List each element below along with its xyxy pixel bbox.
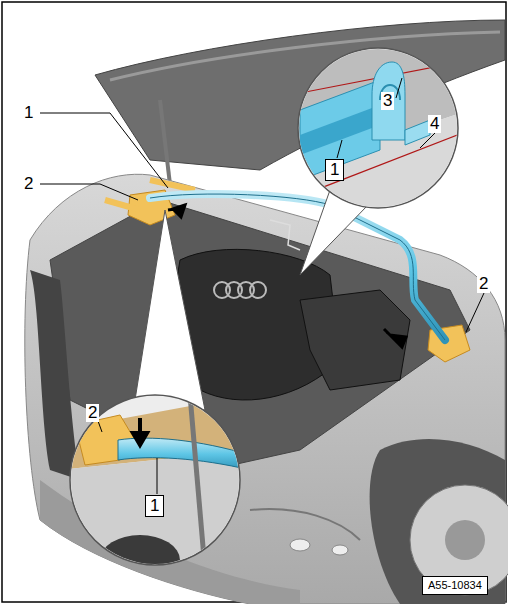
callout-number: 3 <box>381 92 394 110</box>
callout-box: 1 <box>325 159 344 181</box>
callout-box: 1 <box>145 495 164 517</box>
callout-number: 2 <box>22 175 35 193</box>
callout-number: 4 <box>428 115 441 133</box>
callout-number: 1 <box>330 160 339 179</box>
leader-line <box>40 78 484 494</box>
callout-number: 1 <box>150 496 159 515</box>
callout-number: 2 <box>477 275 490 293</box>
reference-box: A55-10834 <box>422 576 488 595</box>
callout-number: 1 <box>22 104 35 122</box>
callout-number: 2 <box>86 404 99 422</box>
callout-number: A55-10834 <box>428 579 482 591</box>
